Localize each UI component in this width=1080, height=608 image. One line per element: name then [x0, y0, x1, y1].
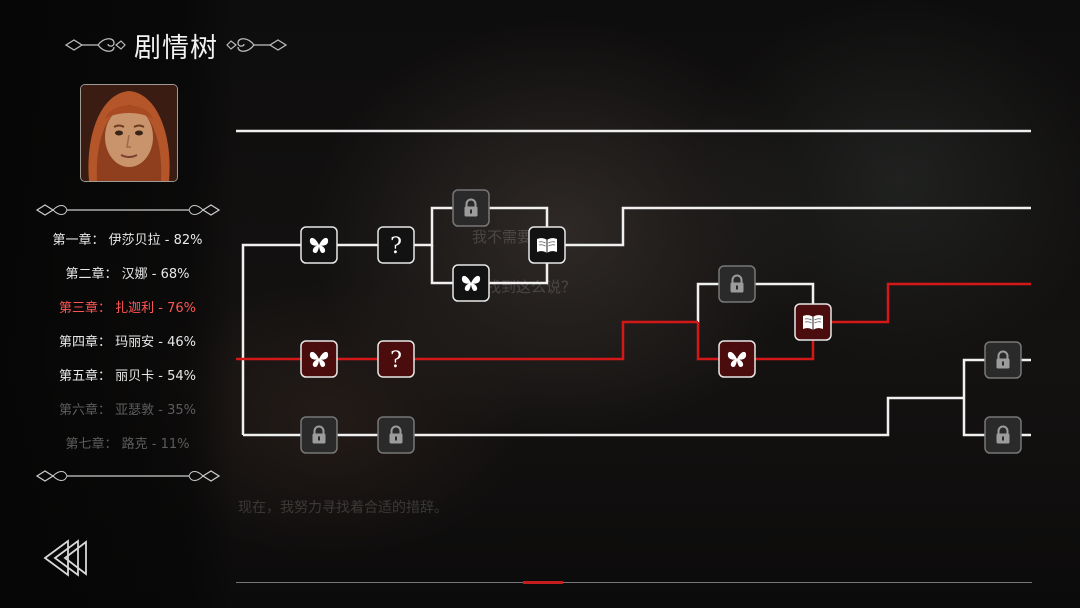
- node-butterfly-1[interactable]: [300, 226, 338, 264]
- node-butterfly-2[interactable]: [452, 264, 490, 302]
- node-lock-6[interactable]: [984, 416, 1022, 454]
- node-question-red-1[interactable]: ?: [377, 340, 415, 378]
- node-book-red-1[interactable]: [794, 303, 832, 341]
- tree-scroll-thumb[interactable]: [523, 581, 563, 584]
- node-book-1[interactable]: [528, 226, 566, 264]
- page-title: 剧情树: [134, 32, 218, 64]
- back-button[interactable]: [42, 538, 88, 578]
- node-butterfly-red-2[interactable]: [718, 340, 756, 378]
- node-question-1[interactable]: ?: [377, 226, 415, 264]
- chapter-item-3[interactable]: 第三章： 扎迦利 - 76%: [59, 301, 196, 316]
- tree-scroll-track[interactable]: [236, 582, 1032, 583]
- node-lock-1[interactable]: [452, 189, 490, 227]
- page-header: 剧情树: [64, 26, 288, 64]
- background-dialogue-3: 现在，我努力寻找着合适的措辞。: [238, 500, 448, 516]
- book-icon: [536, 237, 558, 254]
- chapter-divider-top: [36, 204, 220, 216]
- book-icon: [802, 314, 824, 331]
- tree-lines-red: [236, 282, 1031, 361]
- chapter-list: 第一章： 伊莎贝拉 - 82% 第二章： 汉娜 - 68% 第三章： 扎迦利 -…: [25, 229, 230, 467]
- character-portrait[interactable]: [80, 84, 178, 182]
- tree-lines-white: [236, 129, 1031, 437]
- chapter-item-6[interactable]: 第六章： 亚瑟敦 - 35%: [59, 403, 196, 418]
- title-ornament-right-icon: [226, 38, 288, 52]
- question-icon: ?: [390, 234, 402, 259]
- chapter-item-5[interactable]: 第五章： 丽贝卡 - 54%: [59, 369, 196, 384]
- character-face-icon: [81, 85, 177, 181]
- title-ornament-left-icon: [64, 38, 126, 52]
- node-lock-2[interactable]: [300, 416, 338, 454]
- node-lock-4[interactable]: [718, 265, 756, 303]
- chapter-item-4[interactable]: 第四章： 玛丽安 - 46%: [59, 335, 196, 350]
- chapter-item-2[interactable]: 第二章： 汉娜 - 68%: [65, 267, 190, 282]
- chapter-divider-bottom: [36, 470, 220, 482]
- node-lock-3[interactable]: [377, 416, 415, 454]
- chapter-item-7[interactable]: 第七章： 路克 - 11%: [65, 437, 190, 452]
- node-butterfly-red-1[interactable]: [300, 340, 338, 378]
- node-lock-5[interactable]: [984, 341, 1022, 379]
- question-icon: ?: [390, 348, 402, 373]
- chapter-item-1[interactable]: 第一章： 伊莎贝拉 - 82%: [52, 233, 203, 248]
